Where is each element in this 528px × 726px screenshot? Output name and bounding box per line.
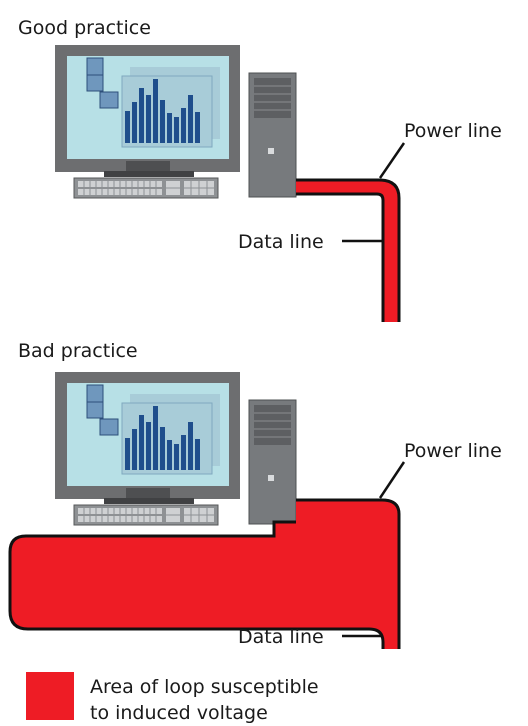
bad-data-line <box>8 520 385 649</box>
bad-power-leader <box>378 461 406 499</box>
bad-computer-icon <box>54 371 297 526</box>
bad-practice-section: Bad practice Power line Data line <box>8 340 502 649</box>
good-practice-section: Good practice Power line Data line <box>18 17 502 322</box>
legend: Area of loop susceptible to induced volt… <box>26 672 319 724</box>
good-power-label: Power line <box>404 120 502 142</box>
bad-data-label: Data line <box>238 626 324 648</box>
legend-swatch <box>26 672 74 720</box>
bad-power-label: Power line <box>404 440 502 462</box>
good-loop-area <box>296 180 399 322</box>
bad-practice-heading: Bad practice <box>18 340 138 362</box>
legend-text-line1: Area of loop susceptible <box>90 676 319 698</box>
good-practice-heading: Good practice <box>18 17 151 39</box>
good-data-label: Data line <box>238 231 324 253</box>
bad-power-line <box>296 498 401 649</box>
good-data-line <box>296 192 385 322</box>
good-power-leader <box>378 142 406 179</box>
good-power-line <box>296 178 401 322</box>
legend-text-line2: to induced voltage <box>90 702 268 724</box>
good-computer-icon <box>54 44 297 199</box>
